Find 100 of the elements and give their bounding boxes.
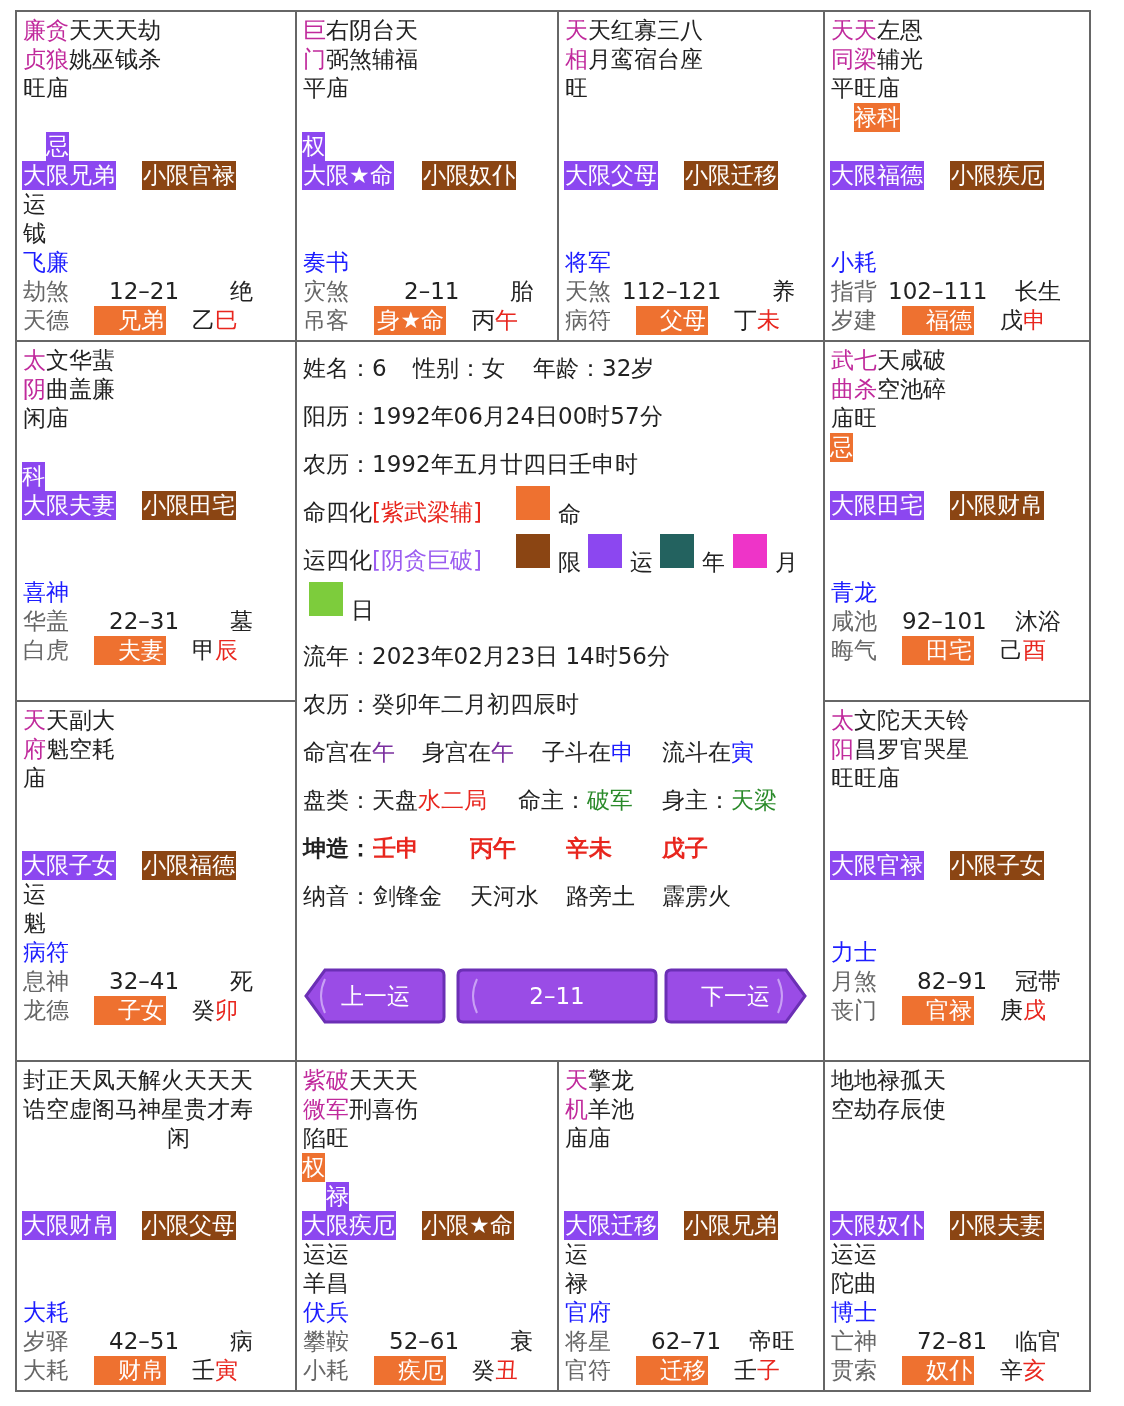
palace-name-tag: 父母 [636, 306, 708, 335]
heavenly-stem: 壬 [734, 1356, 757, 1385]
major-star-names: 门 [303, 45, 326, 74]
highlight-text: 午 [372, 738, 395, 767]
highlight-text: 水二局 [418, 786, 487, 815]
minor-limit-tag: 小限奴仆 [422, 161, 516, 190]
yearly-star-text: 羊昌 [303, 1269, 349, 1298]
heavenly-stem: 戊 [1000, 306, 1023, 335]
info-text: 身宫在 [422, 738, 491, 767]
minor-limit-tag: 小限迁移 [684, 161, 778, 190]
decade-limit-tag: 大限田宅 [830, 491, 924, 520]
age-range: 2–11 [404, 277, 460, 306]
minor-star-names: 天红寡三八 [588, 16, 703, 45]
info-text: 剑锋金 [373, 882, 442, 911]
yearly-star-text: 钺 [23, 219, 46, 248]
legend-label: 年 [702, 548, 725, 577]
spirit-star-name: 晦气 [831, 636, 877, 665]
earthly-branch: 寅 [215, 1356, 238, 1385]
yearly-star-text: 禄 [565, 1269, 588, 1298]
legend-label: 日 [351, 596, 374, 625]
nav-button: 2–11 [455, 967, 659, 1025]
boshi-star-name: 力士 [831, 938, 877, 967]
palace-name-tag: 兄弟 [94, 306, 166, 335]
changsheng-stage: 冠带 [1015, 967, 1061, 996]
boshi-star-name: 大耗 [23, 1298, 69, 1327]
sihua-badge: 禄科 [854, 103, 900, 132]
decade-limit-tag: 大限迁移 [564, 1211, 658, 1240]
palace-name-tag: 夫妻 [94, 636, 166, 665]
minor-star-names: 文华蜚 [46, 346, 115, 375]
palace-name-tag: 官禄 [902, 996, 974, 1025]
info-text: 农历：1992年五月廿四日壬申时 [303, 450, 638, 479]
spirit-star-name: 息神 [23, 967, 69, 996]
major-star-names: 天天 [831, 16, 877, 45]
earthly-branch: 酉 [1023, 636, 1046, 665]
boshi-star-name: 奏书 [303, 248, 349, 277]
earthly-branch: 巳 [215, 306, 238, 335]
decade-limit-tag: 大限疾厄 [302, 1211, 396, 1240]
boshi-star-name: 小耗 [831, 248, 877, 277]
info-text: 路旁土 [566, 882, 635, 911]
decade-limit-tag: 大限财帛 [22, 1211, 116, 1240]
minor-star-names: 空劫存辰使 [831, 1095, 946, 1124]
decade-limit-tag: 大限夫妻 [22, 491, 116, 520]
info-text: 纳音： [303, 882, 372, 911]
boshi-star-name: 青龙 [831, 578, 877, 607]
earthly-branch: 未 [757, 306, 780, 335]
major-star-names: 阳 [831, 735, 854, 764]
boshi-star-name: 博士 [831, 1298, 877, 1327]
major-star-names: 紫破 [303, 1066, 349, 1095]
sihua-badge: 权 [302, 1153, 325, 1182]
yearly-star-text: 运运 [303, 1240, 349, 1269]
spirit-star-name: 攀鞍 [303, 1327, 349, 1356]
nav-button: 上一运 [303, 967, 447, 1025]
brightness-text: 陷旺 [303, 1124, 349, 1153]
decade-limit-tag: 大限子女 [22, 851, 116, 880]
minor-limit-tag: 小限父母 [142, 1211, 236, 1240]
age-range: 62–71 [651, 1327, 722, 1356]
legend-label: 月 [775, 548, 798, 577]
spirit-star-name: 大耗 [23, 1356, 69, 1385]
highlight-text: [阴贪巨破] [372, 546, 482, 575]
heavenly-stem: 癸 [472, 1356, 495, 1385]
major-star-names: 天 [23, 706, 46, 735]
changsheng-stage: 养 [772, 277, 795, 306]
minor-limit-tag: 小限兄弟 [684, 1211, 778, 1240]
heavenly-stem: 甲 [192, 636, 215, 665]
spirit-star-name: 龙德 [23, 996, 69, 1025]
age-range: 22–31 [109, 607, 180, 636]
changsheng-stage: 沐浴 [1015, 607, 1061, 636]
major-star-names: 廉贪 [23, 16, 69, 45]
spirit-star-name: 天煞 [565, 277, 611, 306]
spirit-star-name: 将星 [565, 1327, 611, 1356]
palace-cell [15, 10, 297, 342]
minor-star-names: 擎龙 [588, 1066, 634, 1095]
info-text: 命四化 [303, 498, 372, 527]
decade-limit-tag: 大限父母 [564, 161, 658, 190]
changsheng-stage: 临官 [1015, 1327, 1061, 1356]
heavenly-stem: 辛 [1000, 1356, 1023, 1385]
earthly-branch: 丑 [495, 1356, 518, 1385]
brightness-text: 庙旺 [831, 404, 877, 433]
minor-star-names: 曲盖廉 [46, 375, 115, 404]
info-text: 霹雳火 [662, 882, 731, 911]
major-star-names: 巨 [303, 16, 326, 45]
palace-name-tag: 福德 [902, 306, 974, 335]
info-text: 农历：癸卯年二月初四辰时 [303, 690, 579, 719]
changsheng-stage: 绝 [230, 277, 253, 306]
minor-star-names: 文陀天天铃 [854, 706, 969, 735]
highlight-text: 丙午 [470, 834, 516, 863]
yearly-star-text: 陀曲 [831, 1269, 877, 1298]
info-text: 姓名：6 [303, 354, 387, 383]
brightness-text: 旺庙 [23, 74, 69, 103]
changsheng-stage: 胎 [510, 277, 533, 306]
spirit-star-name: 灾煞 [303, 277, 349, 306]
minor-star-names: 地地禄孤天 [831, 1066, 946, 1095]
yearly-star-text: 运运 [831, 1240, 877, 1269]
earthly-branch: 申 [1023, 306, 1046, 335]
changsheng-stage: 死 [230, 967, 253, 996]
boshi-star-name: 飞廉 [23, 248, 69, 277]
brightness-text: 庙庙 [565, 1124, 611, 1153]
minor-limit-tag: 小限财帛 [950, 491, 1044, 520]
minor-star-names: 天天天劫 [69, 16, 161, 45]
decade-limit-tag: 大限奴仆 [830, 1211, 924, 1240]
